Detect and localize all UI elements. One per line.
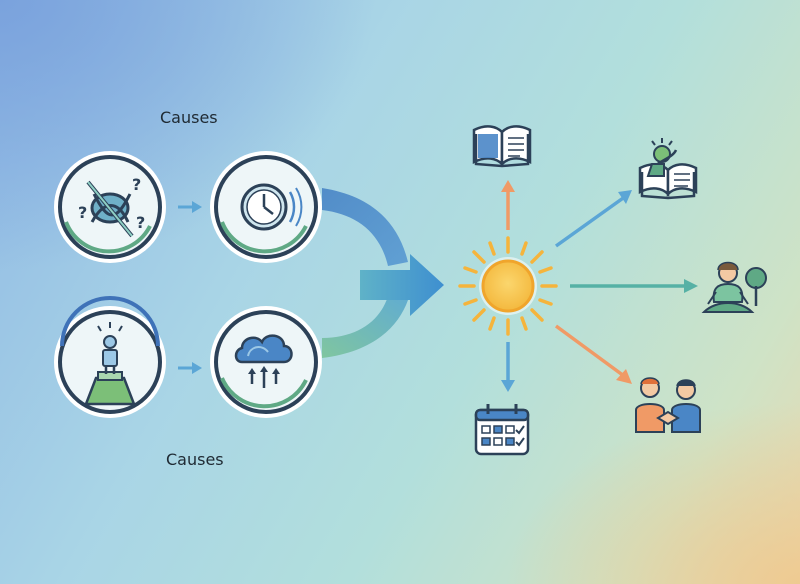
arrow-down: [501, 342, 515, 392]
clock-icon: [240, 183, 303, 231]
arrow-upper-right: [554, 190, 632, 248]
merge-arc-top: [322, 188, 408, 266]
calendar-icon: [474, 404, 530, 456]
arrow-right: [570, 279, 698, 293]
causes-label-top: Causes: [160, 108, 218, 127]
confusion-knot-icon: ? ? ?: [78, 175, 145, 238]
connector-arrow-bottom: [178, 362, 202, 374]
arrow-lower-right: [554, 324, 632, 384]
causes-label-bottom: Causes: [166, 450, 224, 469]
svg-text:?: ?: [132, 175, 141, 194]
handshake-icon: [635, 377, 701, 433]
person-on-podium-icon: [84, 322, 136, 406]
sun-icon: [458, 236, 558, 336]
svg-text:?: ?: [136, 213, 145, 232]
arrow-up: [501, 180, 515, 230]
meditation-person-icon: [701, 261, 767, 313]
cloud-rising-arrows-icon: [234, 334, 293, 388]
merge-arc-bottom: [322, 296, 408, 358]
learning-book-icon: [638, 138, 698, 200]
connector-arrow-top: [178, 201, 202, 213]
open-book-icon: [472, 125, 532, 168]
big-arrow: [360, 254, 444, 316]
svg-text:?: ?: [78, 203, 87, 222]
